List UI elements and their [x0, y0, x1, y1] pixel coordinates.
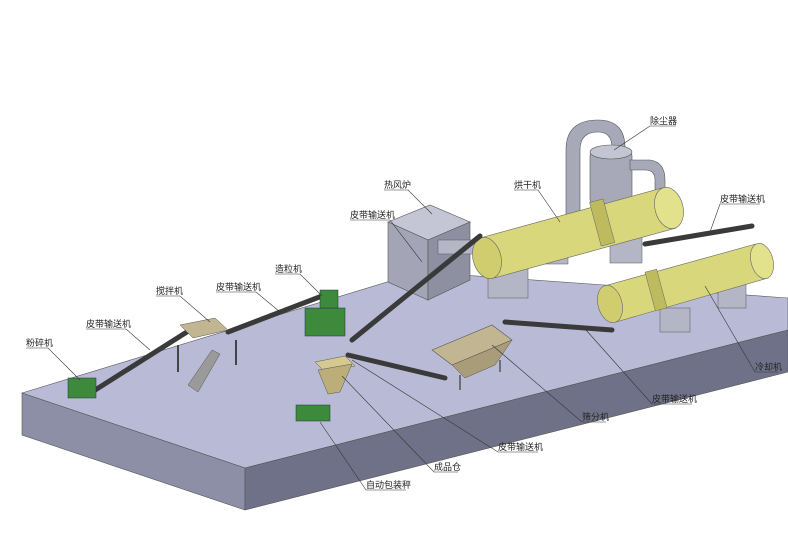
label-dust-collector: 除尘器	[650, 115, 677, 127]
platform	[21, 271, 788, 511]
label-granulator: 造粒机	[275, 263, 302, 275]
label-conveyor-6: 皮带输送机	[498, 441, 543, 453]
dryer-drum	[472, 187, 684, 279]
label-product-bin: 成品仓	[434, 461, 461, 473]
conveyors	[89, 223, 755, 395]
mixer	[177, 317, 237, 393]
dust-collector	[565, 119, 666, 246]
platform-front-face	[244, 329, 788, 511]
label-hot-air-furnace: 热风炉	[384, 179, 411, 191]
crusher-body	[67, 377, 97, 399]
label-conveyor-2: 皮带输送机	[216, 281, 261, 293]
packing-scale-body	[295, 404, 331, 422]
label-crusher: 粉碎机	[26, 337, 53, 349]
label-dryer: 烘干机	[514, 179, 541, 191]
label-conveyor-5: 皮带输送机	[652, 393, 697, 405]
conveyor-belt-1	[89, 327, 193, 395]
conveyor-belt-5	[502, 319, 615, 333]
granulator-body	[304, 307, 346, 337]
conveyor-belt-3	[349, 233, 483, 343]
conveyor-belt-6	[345, 352, 448, 381]
product-bin	[314, 355, 356, 395]
green-machines	[67, 289, 346, 422]
labels: 粉碎机 皮带输送机 搅拌机 皮带输送机 造粒机 皮带输送机 热风炉 烘干机 除尘…	[26, 115, 782, 491]
conveyor-belt-4	[642, 223, 755, 247]
label-mixer: 搅拌机	[156, 285, 183, 297]
label-conveyor-4: 皮带输送机	[720, 193, 765, 205]
label-screener: 筛分机	[582, 411, 609, 423]
conveyor-belt-2	[225, 293, 325, 335]
cooler-drum	[597, 243, 774, 323]
label-cooler: 冷却机	[755, 361, 782, 373]
label-auto-packing-scale: 自动包装秤	[366, 479, 411, 491]
label-conveyor-3: 皮带输送机	[350, 209, 395, 221]
leader-lines	[26, 125, 778, 491]
label-conveyor-1: 皮带输送机	[86, 318, 131, 330]
